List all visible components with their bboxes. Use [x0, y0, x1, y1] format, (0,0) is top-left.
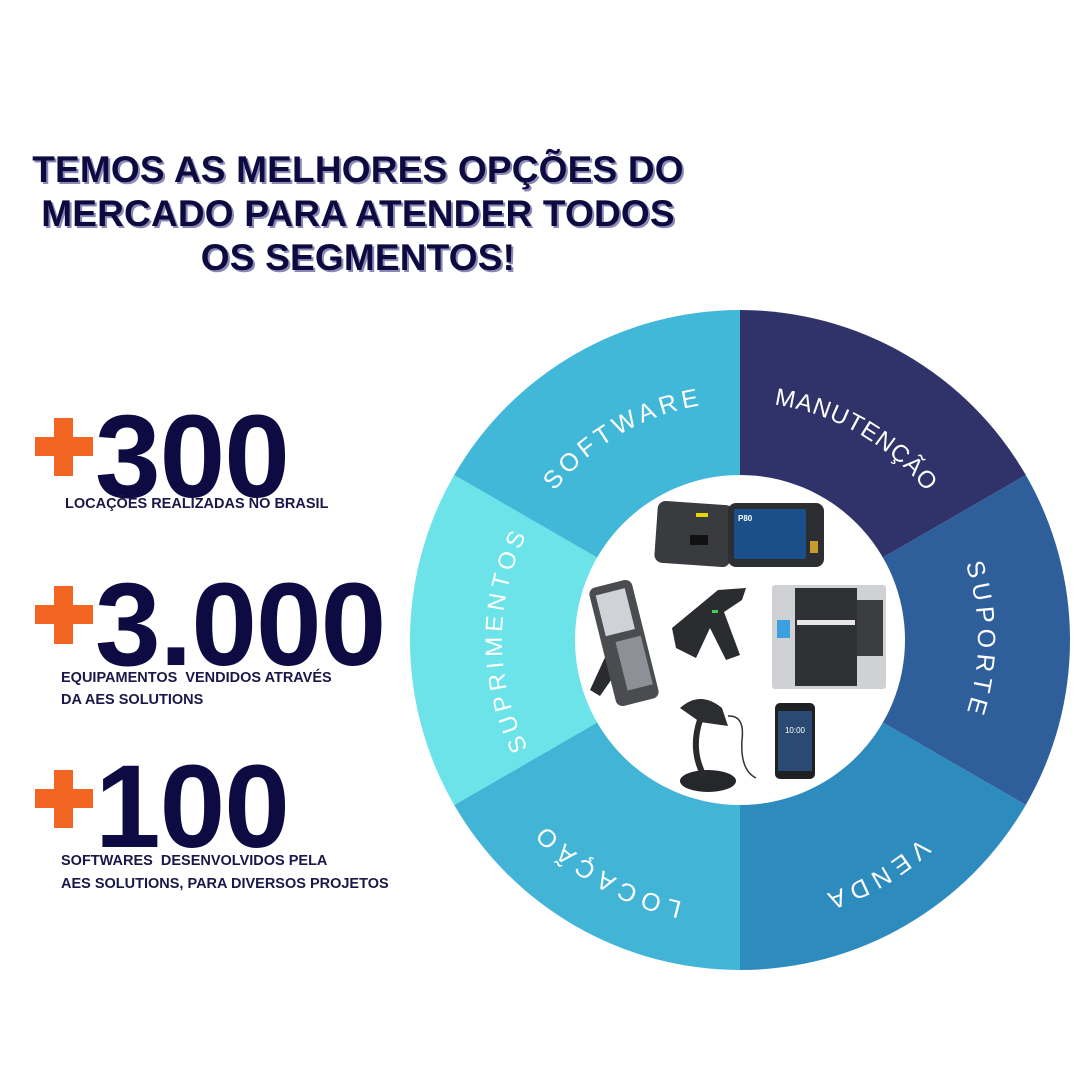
headline: TEMOS AS MELHORES OPÇÕES DO MERCADO PARA… — [0, 148, 716, 280]
headline-line: OS SEGMENTOS! — [200, 237, 516, 278]
handheld-barcode-scanner — [680, 699, 757, 792]
stat-caption: AES SOLUTIONS, PARA DIVERSOS PROJETOS — [61, 876, 389, 892]
rugged-tablet-back — [654, 500, 734, 568]
plus-icon — [35, 586, 93, 644]
stat-value: 300 — [95, 391, 290, 523]
phone-screen-text: 10:00 — [785, 726, 806, 735]
plus-icon — [35, 770, 93, 828]
stat-caption: DA AES SOLUTIONS — [61, 692, 204, 708]
headline-line: MERCADO PARA ATENDER TODOS — [41, 193, 675, 234]
headline-line: TEMOS AS MELHORES OPÇÕES DO — [32, 149, 684, 190]
rfid-sled — [672, 588, 746, 660]
stat-value: 100 — [95, 741, 290, 873]
devices-image: P80 10:00 — [589, 500, 886, 792]
rugged-tablet-front: P80 — [728, 503, 824, 567]
plus-icon — [35, 418, 93, 476]
stat-caption: SOFTWARES DESENVOLVIDOS PELA — [61, 853, 328, 869]
tablet-screen-text: P80 — [738, 514, 753, 523]
industrial-label-printer — [772, 585, 886, 689]
handheld-computer — [589, 579, 659, 707]
stat-value: 3.000 — [95, 559, 386, 691]
stat-caption: EQUIPAMENTOS VENDIDOS ATRAVÉS — [61, 670, 332, 686]
smartphone-mobile-computer: 10:00 — [775, 703, 815, 779]
stat-caption: LOCAÇÕES REALIZADAS NO BRASIL — [65, 496, 329, 512]
